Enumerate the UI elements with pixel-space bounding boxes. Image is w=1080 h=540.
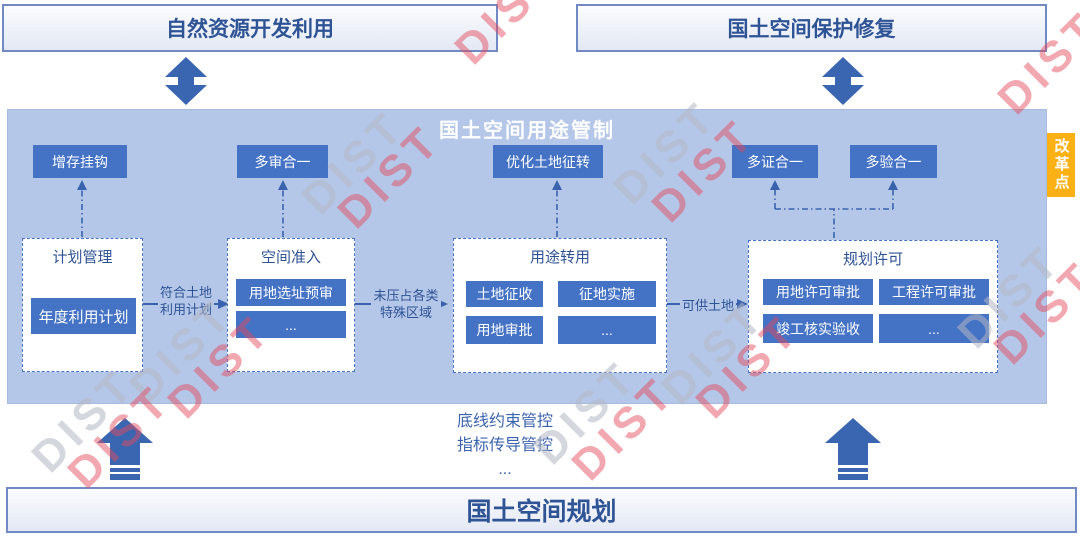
group-planning-permission: 规划许可 用地许可审批 工程许可审批 竣工核实验收 ... xyxy=(748,240,998,373)
item-expropriation-implementation: 征地实施 xyxy=(558,281,656,307)
item-land-use-approval: 用地审批 xyxy=(466,316,543,344)
flow-label-not-occupying-special-zones: 未压占各类特殊区域 xyxy=(371,286,441,322)
item-project-permit-approval: 工程许可审批 xyxy=(879,279,989,305)
group-planning-permission-title: 规划许可 xyxy=(842,251,903,268)
note-indicator-transmission-control: 指标传导管控 xyxy=(456,437,553,454)
box-territory-spatial-planning: 国土空间规划 xyxy=(6,487,1077,533)
note-more: ... xyxy=(498,461,512,478)
box-territory-protection-restoration: 国土空间保护修复 xyxy=(576,4,1047,52)
group-plan-management-title: 计划管理 xyxy=(52,249,113,266)
up-arrow-left xyxy=(97,418,153,480)
panel-title: 国土空间用途管制 xyxy=(439,120,615,142)
item-land-permit-approval: 用地许可审批 xyxy=(763,279,873,305)
double-arrow-right xyxy=(822,57,864,105)
measure-box-multi-check-in-one: 多验合一 xyxy=(850,145,937,178)
group-plan-management: 计划管理 年度利用计划 xyxy=(22,238,143,372)
item-site-preselection-review: 用地选址预审 xyxy=(236,279,346,306)
item-annual-use-plan: 年度利用计划 xyxy=(31,298,136,334)
group-use-conversion-title: 用途转用 xyxy=(529,249,590,266)
flow-label-meet-land-use-plan: 符合土地利用计划 xyxy=(158,283,214,319)
item-planning-permission-more: ... xyxy=(879,314,989,343)
measure-box-increment-stock-link: 增存挂钩 xyxy=(33,145,127,178)
measure-box-multi-cert-in-one: 多证合一 xyxy=(732,145,818,178)
dashed-connectors xyxy=(77,180,898,238)
box-natural-resource-development-label: 自然资源开发利用 xyxy=(166,18,334,41)
double-arrow-left xyxy=(165,57,207,105)
flow-label-land-available: 可供土地 xyxy=(680,296,736,315)
up-arrow-right xyxy=(825,418,881,480)
bottom-notes: 底线约束管控 指标传导管控 ... xyxy=(405,410,605,482)
item-spatial-admission-more: ... xyxy=(236,311,346,338)
box-territory-spatial-planning-label: 国土空间规划 xyxy=(466,498,617,526)
group-spatial-admission: 空间准入 用地选址预审 ... xyxy=(227,238,355,372)
item-land-expropriation: 土地征收 xyxy=(466,281,543,307)
group-use-conversion: 用途转用 土地征收 征地实施 用地审批 ... xyxy=(453,238,667,373)
item-completion-check-acceptance: 竣工核实验收 xyxy=(763,314,873,343)
reform-point-tag: 改革点 xyxy=(1047,133,1075,197)
note-bottom-line-control: 底线约束管控 xyxy=(456,413,553,430)
measure-box-optimize-land-requisition: 优化土地征转 xyxy=(493,145,603,178)
measure-box-multi-review-in-one: 多审合一 xyxy=(237,145,328,178)
group-spatial-admission-title: 空间准入 xyxy=(260,249,321,266)
item-use-conversion-more: ... xyxy=(558,316,656,344)
box-natural-resource-development: 自然资源开发利用 xyxy=(2,4,498,52)
box-territory-protection-restoration-label: 国土空间保护修复 xyxy=(727,18,896,41)
